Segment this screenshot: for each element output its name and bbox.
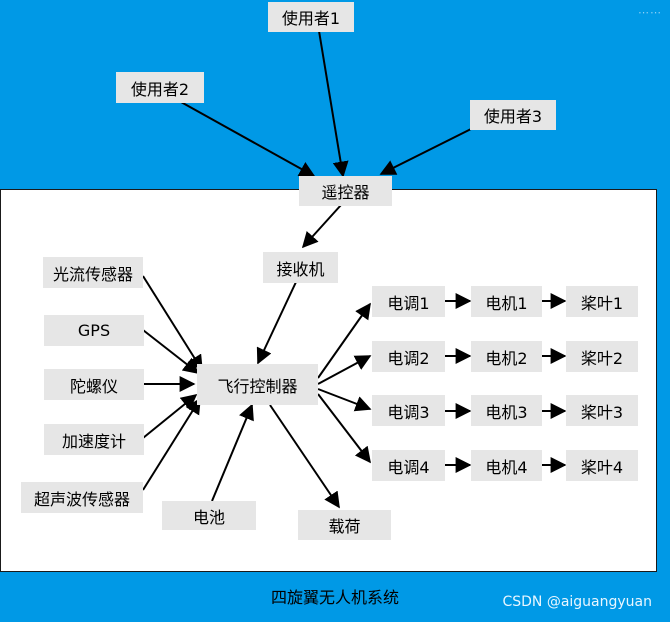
node-accelerometer: 加速度计 xyxy=(44,424,144,455)
node-esc4: 电调4 xyxy=(372,450,445,481)
faint-watermark: ⋯⋯ xyxy=(638,6,662,19)
node-optical-flow: 光流传感器 xyxy=(43,257,143,288)
node-motor1: 电机1 xyxy=(471,286,542,317)
node-prop3: 桨叶3 xyxy=(566,395,638,426)
diagram-caption: 四旋翼无人机系统 xyxy=(270,588,399,607)
node-prop2: 桨叶2 xyxy=(566,341,638,372)
node-flight-controller: 飞行控制器 xyxy=(197,364,318,405)
node-esc3: 电调3 xyxy=(372,395,445,426)
node-ultrasonic: 超声波传感器 xyxy=(21,482,143,513)
node-remote: 遥控器 xyxy=(299,176,392,206)
node-prop4: 桨叶4 xyxy=(566,450,638,481)
watermark: CSDN @aiguangyuan xyxy=(502,594,652,610)
node-receiver: 接收机 xyxy=(263,252,338,283)
edge-user1-remote xyxy=(318,30,349,178)
node-motor2: 电机2 xyxy=(471,341,542,372)
node-battery: 电池 xyxy=(162,501,256,530)
node-esc1: 电调1 xyxy=(372,286,445,317)
node-motor3: 电机3 xyxy=(471,395,542,426)
node-gps: GPS xyxy=(44,315,144,346)
node-user3: 使用者3 xyxy=(470,100,556,130)
node-esc2: 电调2 xyxy=(372,341,445,372)
node-motor4: 电机4 xyxy=(471,450,542,481)
node-payload: 载荷 xyxy=(298,510,391,540)
node-user2: 使用者2 xyxy=(116,72,204,103)
node-prop1: 桨叶1 xyxy=(566,286,638,317)
node-user1: 使用者1 xyxy=(268,2,354,32)
node-gyro: 陀螺仪 xyxy=(44,369,144,400)
edge-user2-remote xyxy=(180,101,316,177)
edge-user3-remote xyxy=(379,128,472,175)
